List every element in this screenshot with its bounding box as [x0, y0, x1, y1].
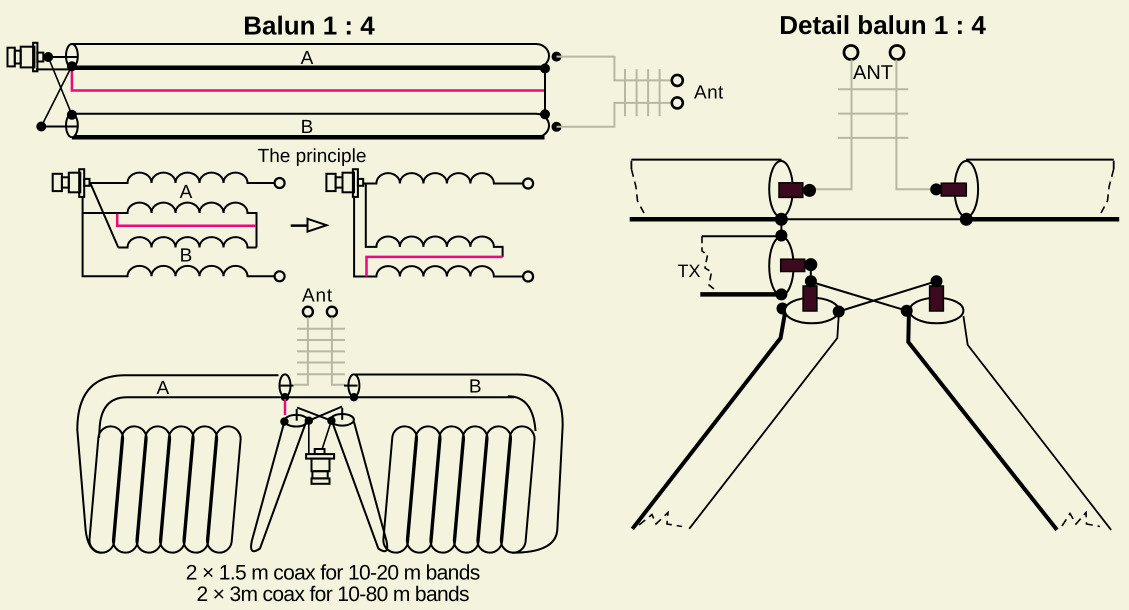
svg-text:2 × 3m coax for 10-80 m bands: 2 × 3m coax for 10-80 m bands [196, 583, 469, 606]
svg-text:A: A [301, 48, 314, 69]
svg-text:A: A [180, 182, 193, 203]
svg-text:B: B [301, 117, 314, 138]
svg-text:A: A [156, 378, 169, 399]
svg-text:Ant: Ant [302, 286, 333, 307]
svg-text:Balun 1 : 4: Balun 1 : 4 [243, 11, 375, 41]
svg-text:Detail balun 1 : 4: Detail balun 1 : 4 [779, 10, 986, 40]
svg-text:Ant: Ant [694, 83, 724, 104]
svg-text:B: B [469, 377, 482, 398]
svg-text:ANT: ANT [853, 62, 893, 84]
svg-text:2 × 1.5 m coax for 10-20 m ban: 2 × 1.5 m coax for 10-20 m bands [186, 562, 480, 585]
svg-text:The principle: The principle [258, 146, 367, 167]
svg-text:B: B [180, 246, 193, 267]
svg-text:TX: TX [678, 261, 701, 281]
